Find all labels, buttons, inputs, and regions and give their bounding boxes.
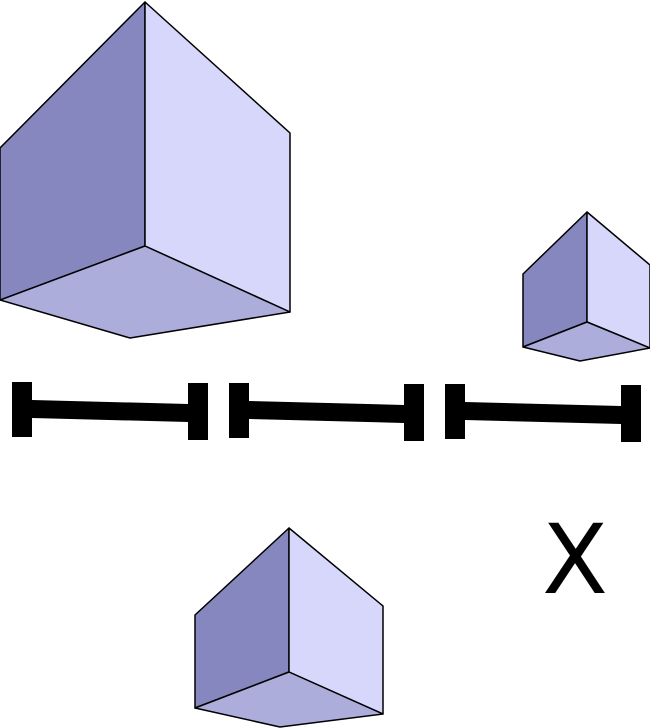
large-cube-bottom-face xyxy=(0,245,291,339)
segment-1-left-cap xyxy=(12,382,32,437)
large-cube xyxy=(0,1,291,339)
segment-3-beam xyxy=(465,402,621,424)
small-cube-bottom-face xyxy=(522,321,650,362)
segment-3-left-cap xyxy=(445,384,465,439)
unknown-label: X xyxy=(542,504,608,616)
segment-3-right-cap xyxy=(621,385,641,442)
small-cube xyxy=(522,211,650,362)
segment-1-beam xyxy=(32,400,188,422)
segment-2-beam xyxy=(249,401,404,423)
medium-cube-bottom-face xyxy=(194,671,384,728)
measure-segment-2 xyxy=(229,383,424,441)
measure-segment-1 xyxy=(12,382,208,440)
segment-2-left-cap xyxy=(229,383,249,438)
measure-segment-3 xyxy=(445,384,641,442)
segment-1-right-cap xyxy=(188,383,208,440)
segment-2-right-cap xyxy=(404,384,424,441)
measure-bar-group xyxy=(12,382,641,442)
small-cube-right-face xyxy=(586,211,650,349)
medium-cube xyxy=(194,527,384,728)
